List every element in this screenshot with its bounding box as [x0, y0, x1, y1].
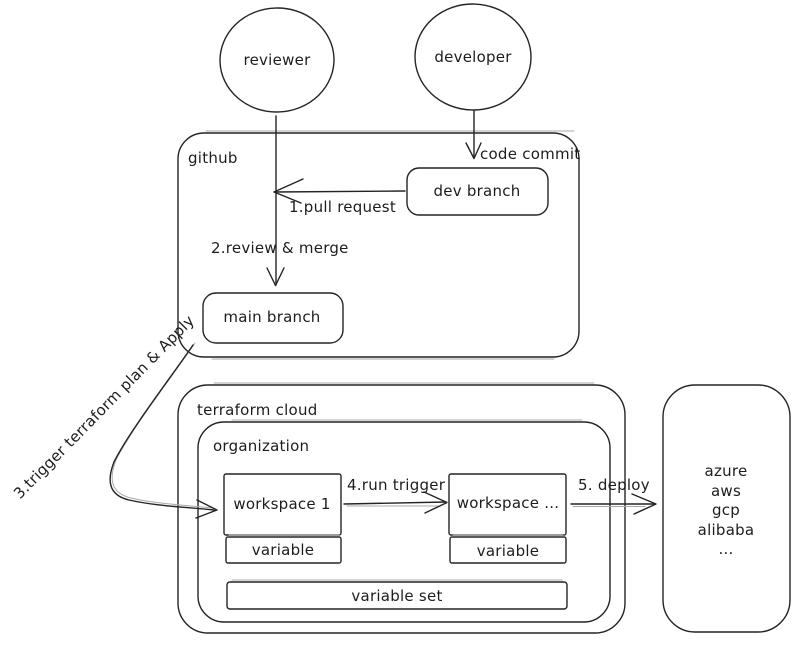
workspace-1-variable-box	[225, 536, 342, 564]
main-branch-label: main branch	[223, 308, 321, 326]
provider-ellipsis: ...	[718, 540, 734, 558]
arrow-trigger-plan-shaft	[109, 344, 215, 511]
arrow-review-merge-head	[266, 267, 285, 287]
arrow-run-trigger-shaft	[343, 501, 447, 505]
arrow-deploy-head	[631, 493, 657, 515]
variable-set-box	[226, 581, 568, 610]
variable-set-label: variable set	[351, 587, 443, 605]
arrow-pull-request-head	[273, 178, 304, 204]
deploy-label: 5. deploy	[578, 476, 650, 494]
arrow-run-trigger	[343, 491, 448, 514]
workspace-1-variable-label: variable	[251, 541, 315, 559]
reviewer-ellipse	[219, 7, 335, 113]
workspace-more-label: workspace ...	[456, 494, 560, 512]
organization-label: organization	[213, 437, 310, 455]
provider-aws: aws	[710, 481, 742, 500]
arrow-code-commit	[465, 110, 482, 160]
terraform-cloud-label: terraform cloud	[197, 401, 318, 419]
arrow-code-commit-head	[465, 142, 482, 160]
provider-azure: azure	[704, 462, 748, 480]
code-commit-label: code commit	[480, 145, 581, 163]
review-merge-label: 2.review & merge	[211, 239, 349, 257]
reviewer-label: reviewer	[243, 51, 311, 69]
dev-branch-label: dev branch	[433, 182, 521, 200]
pull-request-label: 1.pull request	[289, 198, 396, 216]
arrow-review-merge	[266, 115, 285, 287]
arrow-trigger-plan-head	[195, 499, 218, 519]
organization-box	[197, 421, 611, 623]
arrow-run-trigger-head	[423, 491, 448, 514]
run-trigger-label: 4.run trigger	[347, 476, 446, 494]
terraform-cloud-box	[177, 384, 626, 634]
provider-gcp: gcp	[711, 501, 741, 519]
providers-list: azure aws gcp alibaba ...	[698, 462, 755, 560]
developer-label: developer	[434, 48, 512, 66]
developer-ellipse	[414, 3, 532, 111]
arrow-pull-request	[273, 178, 406, 204]
dev-branch-box	[406, 167, 549, 216]
workspace-1-label: workspace 1	[233, 495, 331, 513]
github-box	[177, 132, 580, 358]
github-label: github	[188, 149, 238, 167]
workspace-more-variable-label: variable	[476, 542, 540, 560]
providers-box	[662, 384, 791, 633]
workspace-more-variable-box	[449, 536, 567, 564]
main-branch-box	[202, 292, 344, 344]
arrow-pull-request-shaft	[273, 190, 406, 193]
arrow-trigger-plan-sketch	[111, 342, 213, 509]
provider-alibaba: alibaba	[697, 520, 755, 539]
arrow-trigger-plan	[109, 342, 218, 519]
arrow-deploy	[570, 493, 657, 515]
